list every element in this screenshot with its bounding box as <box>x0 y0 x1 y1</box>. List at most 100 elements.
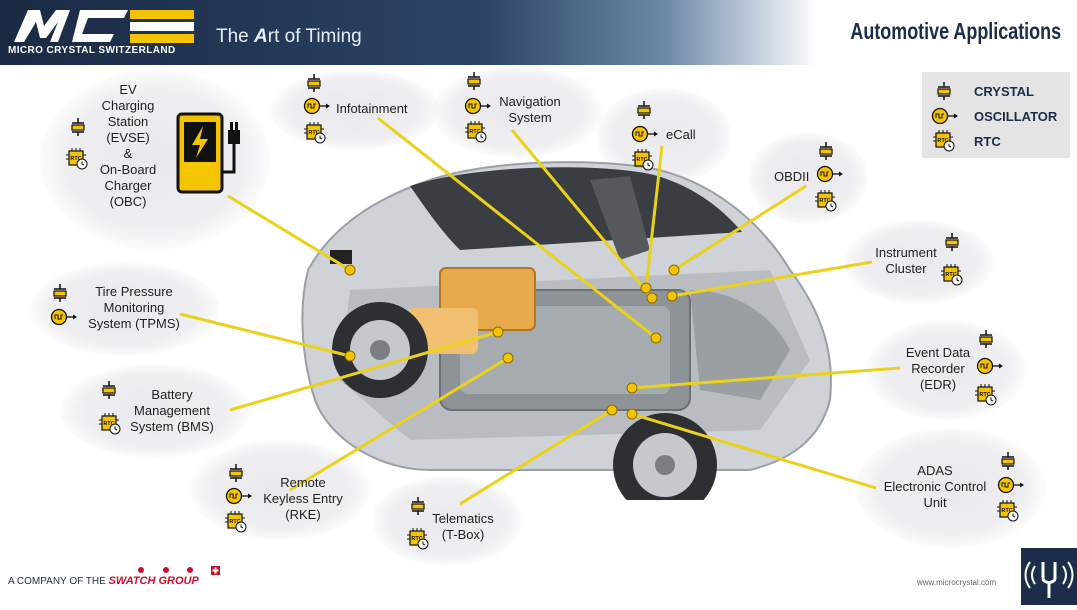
oscillator-icon <box>931 107 958 125</box>
footer-company: A COMPANY OF THE SWATCH GROUP <box>8 575 199 587</box>
label-edr: Event Data Recorder (EDR) <box>900 345 976 393</box>
rtc-icon: RTC <box>304 122 326 144</box>
oscillator-icon <box>225 487 252 505</box>
crystal-icon <box>467 72 481 90</box>
bms-line: Management <box>134 403 210 418</box>
tuning-fork-icon <box>1024 561 1074 598</box>
bubble-bms <box>60 364 250 458</box>
instrument-line: Instrument <box>875 245 937 260</box>
telematics-line: Telematics <box>432 511 494 526</box>
svg-text:RTC: RTC <box>819 198 830 204</box>
tuning-fork-badge <box>1021 548 1077 605</box>
label-infotainment: Infotainment <box>336 101 408 116</box>
evse-line: Charger <box>104 178 152 193</box>
navigation-line: Navigation <box>499 94 561 109</box>
oscillator-icon <box>976 357 1003 375</box>
crystal-icon <box>819 142 833 160</box>
label-bms: Battery Management System (BMS) <box>124 387 220 435</box>
rtc-icon: RTC <box>815 190 837 212</box>
tagline-pre: The <box>216 26 255 47</box>
svg-text:RTC: RTC <box>411 536 422 542</box>
adas-line: Unit <box>923 495 947 510</box>
oscillator-icon <box>50 308 77 326</box>
crystal-icon <box>945 233 959 251</box>
adas-line: Electronic Control <box>883 479 987 494</box>
rke-line: (RKE) <box>285 507 321 522</box>
label-tpms: Tire Pressure Monitoring System (TPMS) <box>80 284 188 332</box>
swatch-group-logo-text: SWATCH GROUP <box>108 575 199 587</box>
bms-line: Battery <box>151 387 193 402</box>
label-adas: ADAS Electronic Control Unit <box>876 463 994 511</box>
label-ecall: eCall <box>666 127 696 142</box>
edr-line: Event Data <box>905 345 971 360</box>
rke-line: Keyless Entry <box>263 491 343 506</box>
adas-line: ADAS <box>917 463 953 478</box>
crystal-icon <box>411 497 425 515</box>
svg-text:RTC: RTC <box>70 156 81 162</box>
label-telematics: Telematics (T-Box) <box>426 511 500 543</box>
ev-charger-icon <box>176 112 240 194</box>
rtc-icon: RTC <box>997 500 1019 522</box>
tagline: The Art of Timing <box>216 26 362 48</box>
tpms-line: System (TPMS) <box>88 316 180 331</box>
label-navigation: Navigation System <box>492 94 568 126</box>
rtc-icon: RTC <box>407 528 429 550</box>
evse-line: EV <box>119 82 137 97</box>
oscillator-icon <box>816 165 843 183</box>
svg-text:RTC: RTC <box>469 129 480 135</box>
evse-line: Station <box>107 114 149 129</box>
legend-label-oscillator: OSCILLATOR <box>974 109 1058 124</box>
legend-label-crystal: CRYSTAL <box>974 84 1034 99</box>
page-title: Automotive Applications <box>850 18 1061 44</box>
rtc-icon: RTC <box>632 149 654 171</box>
svg-text:RTC: RTC <box>308 130 319 136</box>
instrument-line: Cluster <box>885 261 927 276</box>
evse-line: (EVSE) <box>106 130 150 145</box>
crystal-icon <box>53 284 67 302</box>
crystal-icon <box>937 82 951 100</box>
rtc-icon: RTC <box>465 121 487 143</box>
label-instrument: Instrument Cluster <box>868 245 944 277</box>
crystal-icon <box>229 464 243 482</box>
telematics-line: (T-Box) <box>441 527 485 542</box>
rtc-icon: RTC <box>225 511 247 533</box>
tagline-post: rt of Timing <box>267 26 362 47</box>
header-banner: MICRO CRYSTAL SWITZERLAND The Art of Tim… <box>0 0 1077 65</box>
oscillator-icon <box>464 97 491 115</box>
oscillator-icon <box>997 476 1024 494</box>
navigation-line: System <box>508 110 552 125</box>
label-evse: EV Charging Station (EVSE) & On-Board Ch… <box>92 82 164 210</box>
label-rke: Remote Keyless Entry (RKE) <box>256 475 350 523</box>
evse-line: Charging <box>101 98 155 113</box>
svg-text:RTC: RTC <box>1001 508 1012 514</box>
label-obdii: OBDII <box>774 169 810 184</box>
rke-line: Remote <box>280 475 326 490</box>
edr-line: Recorder <box>911 361 965 376</box>
crystal-icon <box>307 74 321 92</box>
crystal-icon <box>102 381 116 399</box>
bubble-adas <box>856 428 1046 548</box>
footer-prefix: A COMPANY OF THE <box>8 576 109 587</box>
company-logo <box>14 10 194 43</box>
rtc-icon: RTC <box>975 384 997 406</box>
car-cutaway-illustration <box>301 161 832 500</box>
tpms-line: Tire Pressure <box>95 284 173 299</box>
crystal-icon <box>637 101 651 119</box>
tagline-a: A <box>254 26 268 47</box>
evse-line: On-Board <box>99 162 157 177</box>
svg-text:RTC: RTC <box>229 519 240 525</box>
oscillator-icon <box>631 125 658 143</box>
svg-text:RTC: RTC <box>937 138 948 144</box>
footer-url: www.microcrystal.com <box>917 578 997 587</box>
rtc-icon: RTC <box>66 148 88 170</box>
rtc-icon: RTC <box>933 130 955 152</box>
svg-text:RTC: RTC <box>945 272 956 278</box>
evse-line: (OBC) <box>109 194 147 209</box>
rtc-icon: RTC <box>99 413 121 435</box>
swatch-dots-icon <box>138 566 220 575</box>
crystal-icon <box>979 330 993 348</box>
bms-line: System (BMS) <box>130 419 214 434</box>
edr-line: (EDR) <box>919 377 957 392</box>
evse-line: & <box>123 146 133 161</box>
crystal-icon <box>71 118 85 136</box>
